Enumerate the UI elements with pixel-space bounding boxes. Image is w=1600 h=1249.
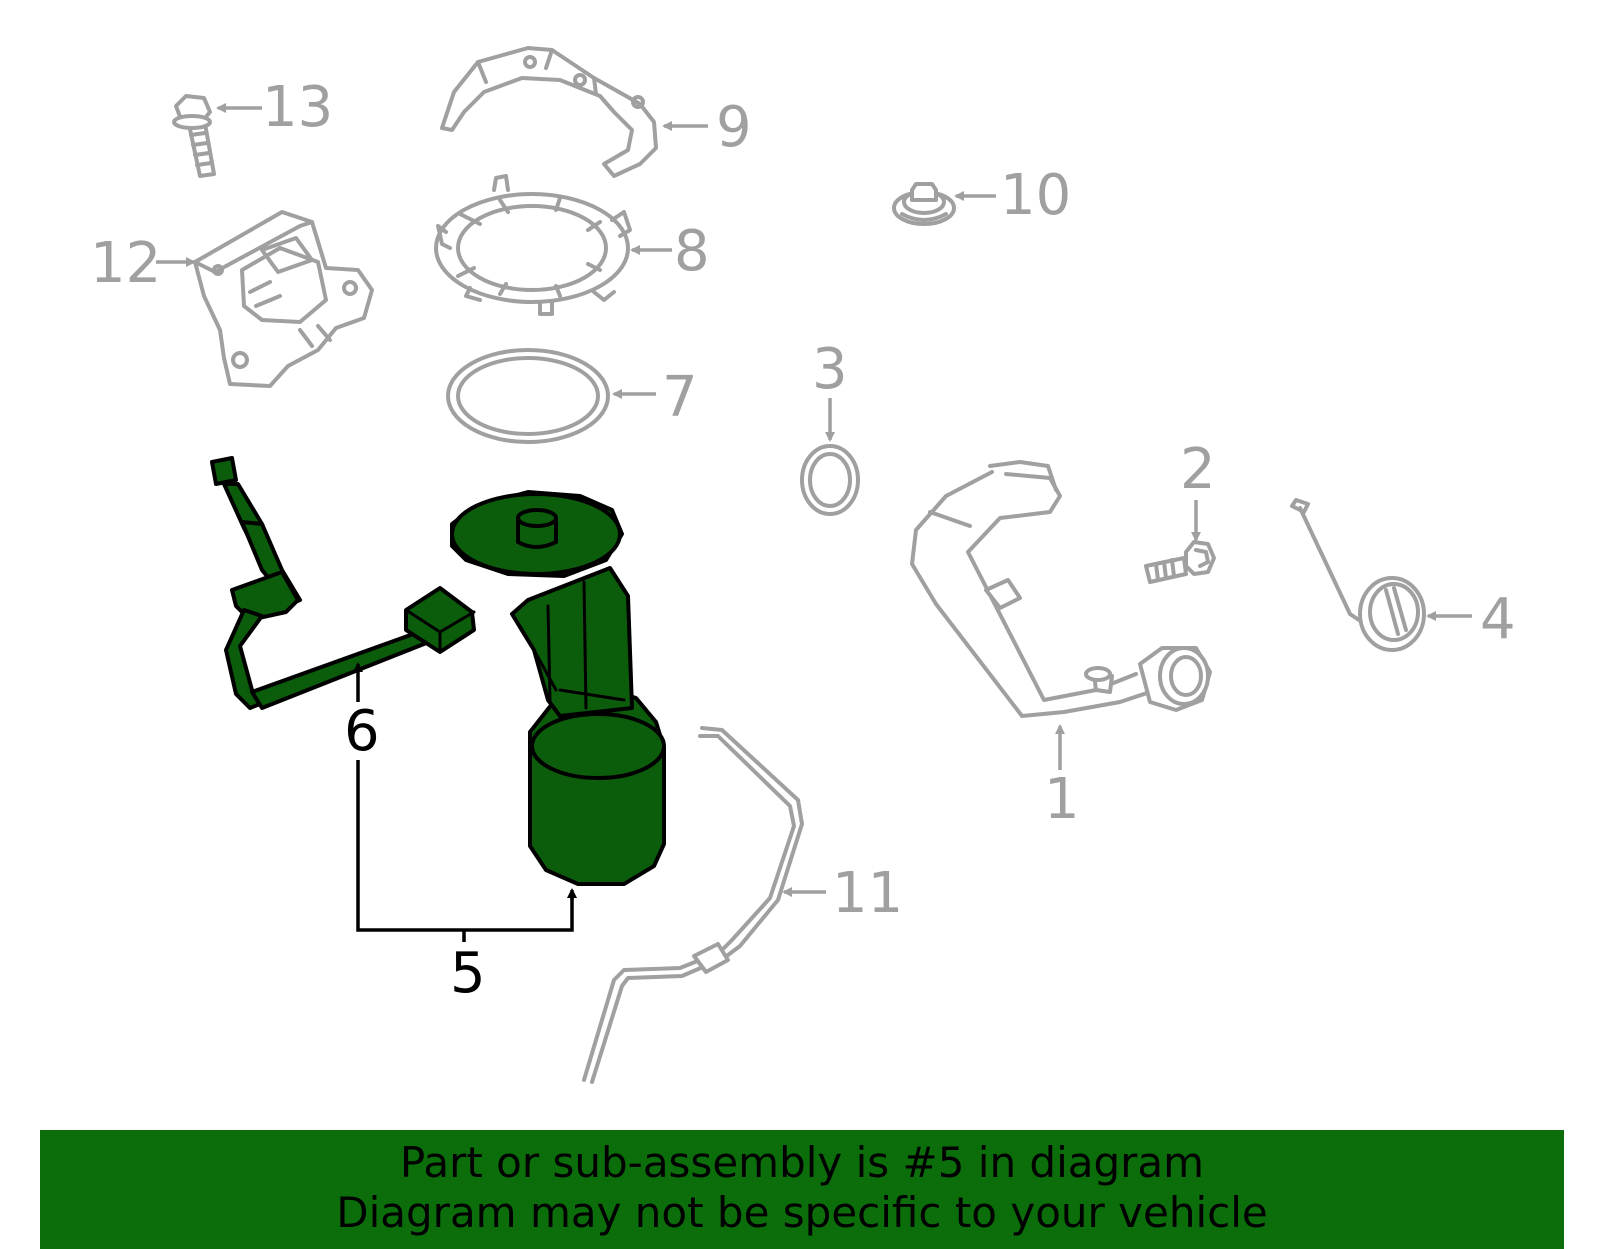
callout-6: 6	[344, 699, 380, 764]
callout-1: 1	[1044, 767, 1080, 832]
banner-line-2: Diagram may not be specific to your vehi…	[336, 1188, 1268, 1237]
callout-8: 8	[674, 219, 710, 284]
part-4-fuel-cap	[1290, 498, 1426, 652]
callout-2: 2	[1180, 437, 1216, 502]
callout-5-bracket	[356, 760, 577, 942]
part-8-lock-ring	[434, 174, 632, 316]
part-2-bolt	[1144, 540, 1216, 584]
callout-13: 13	[262, 75, 333, 140]
part-6-wiring-harness	[210, 456, 476, 710]
part-10-nut	[892, 182, 956, 226]
part-7-gasket	[446, 348, 610, 444]
callout-5: 5	[450, 941, 486, 1006]
banner-line-1: Part or sub-assembly is #5 in diagram	[399, 1138, 1205, 1187]
part-9-bracket	[440, 46, 658, 178]
callout-3: 3	[812, 337, 848, 402]
callout-4: 4	[1480, 587, 1516, 652]
callout-10: 10	[1000, 163, 1071, 228]
callout-12: 12	[90, 231, 161, 296]
part-5-fuel-pump-module	[450, 490, 666, 886]
callout-7: 7	[662, 365, 698, 430]
callout-11: 11	[832, 861, 903, 926]
part-3-seal	[800, 444, 860, 516]
info-banner: Part or sub-assembly is #5 in diagram Di…	[40, 1130, 1564, 1249]
part-13-bolt	[172, 94, 216, 178]
callout-9: 9	[716, 95, 752, 160]
part-11-vent-line	[582, 726, 804, 1084]
part-1-filler-pipe	[910, 460, 1212, 718]
part-12-module	[193, 210, 374, 388]
